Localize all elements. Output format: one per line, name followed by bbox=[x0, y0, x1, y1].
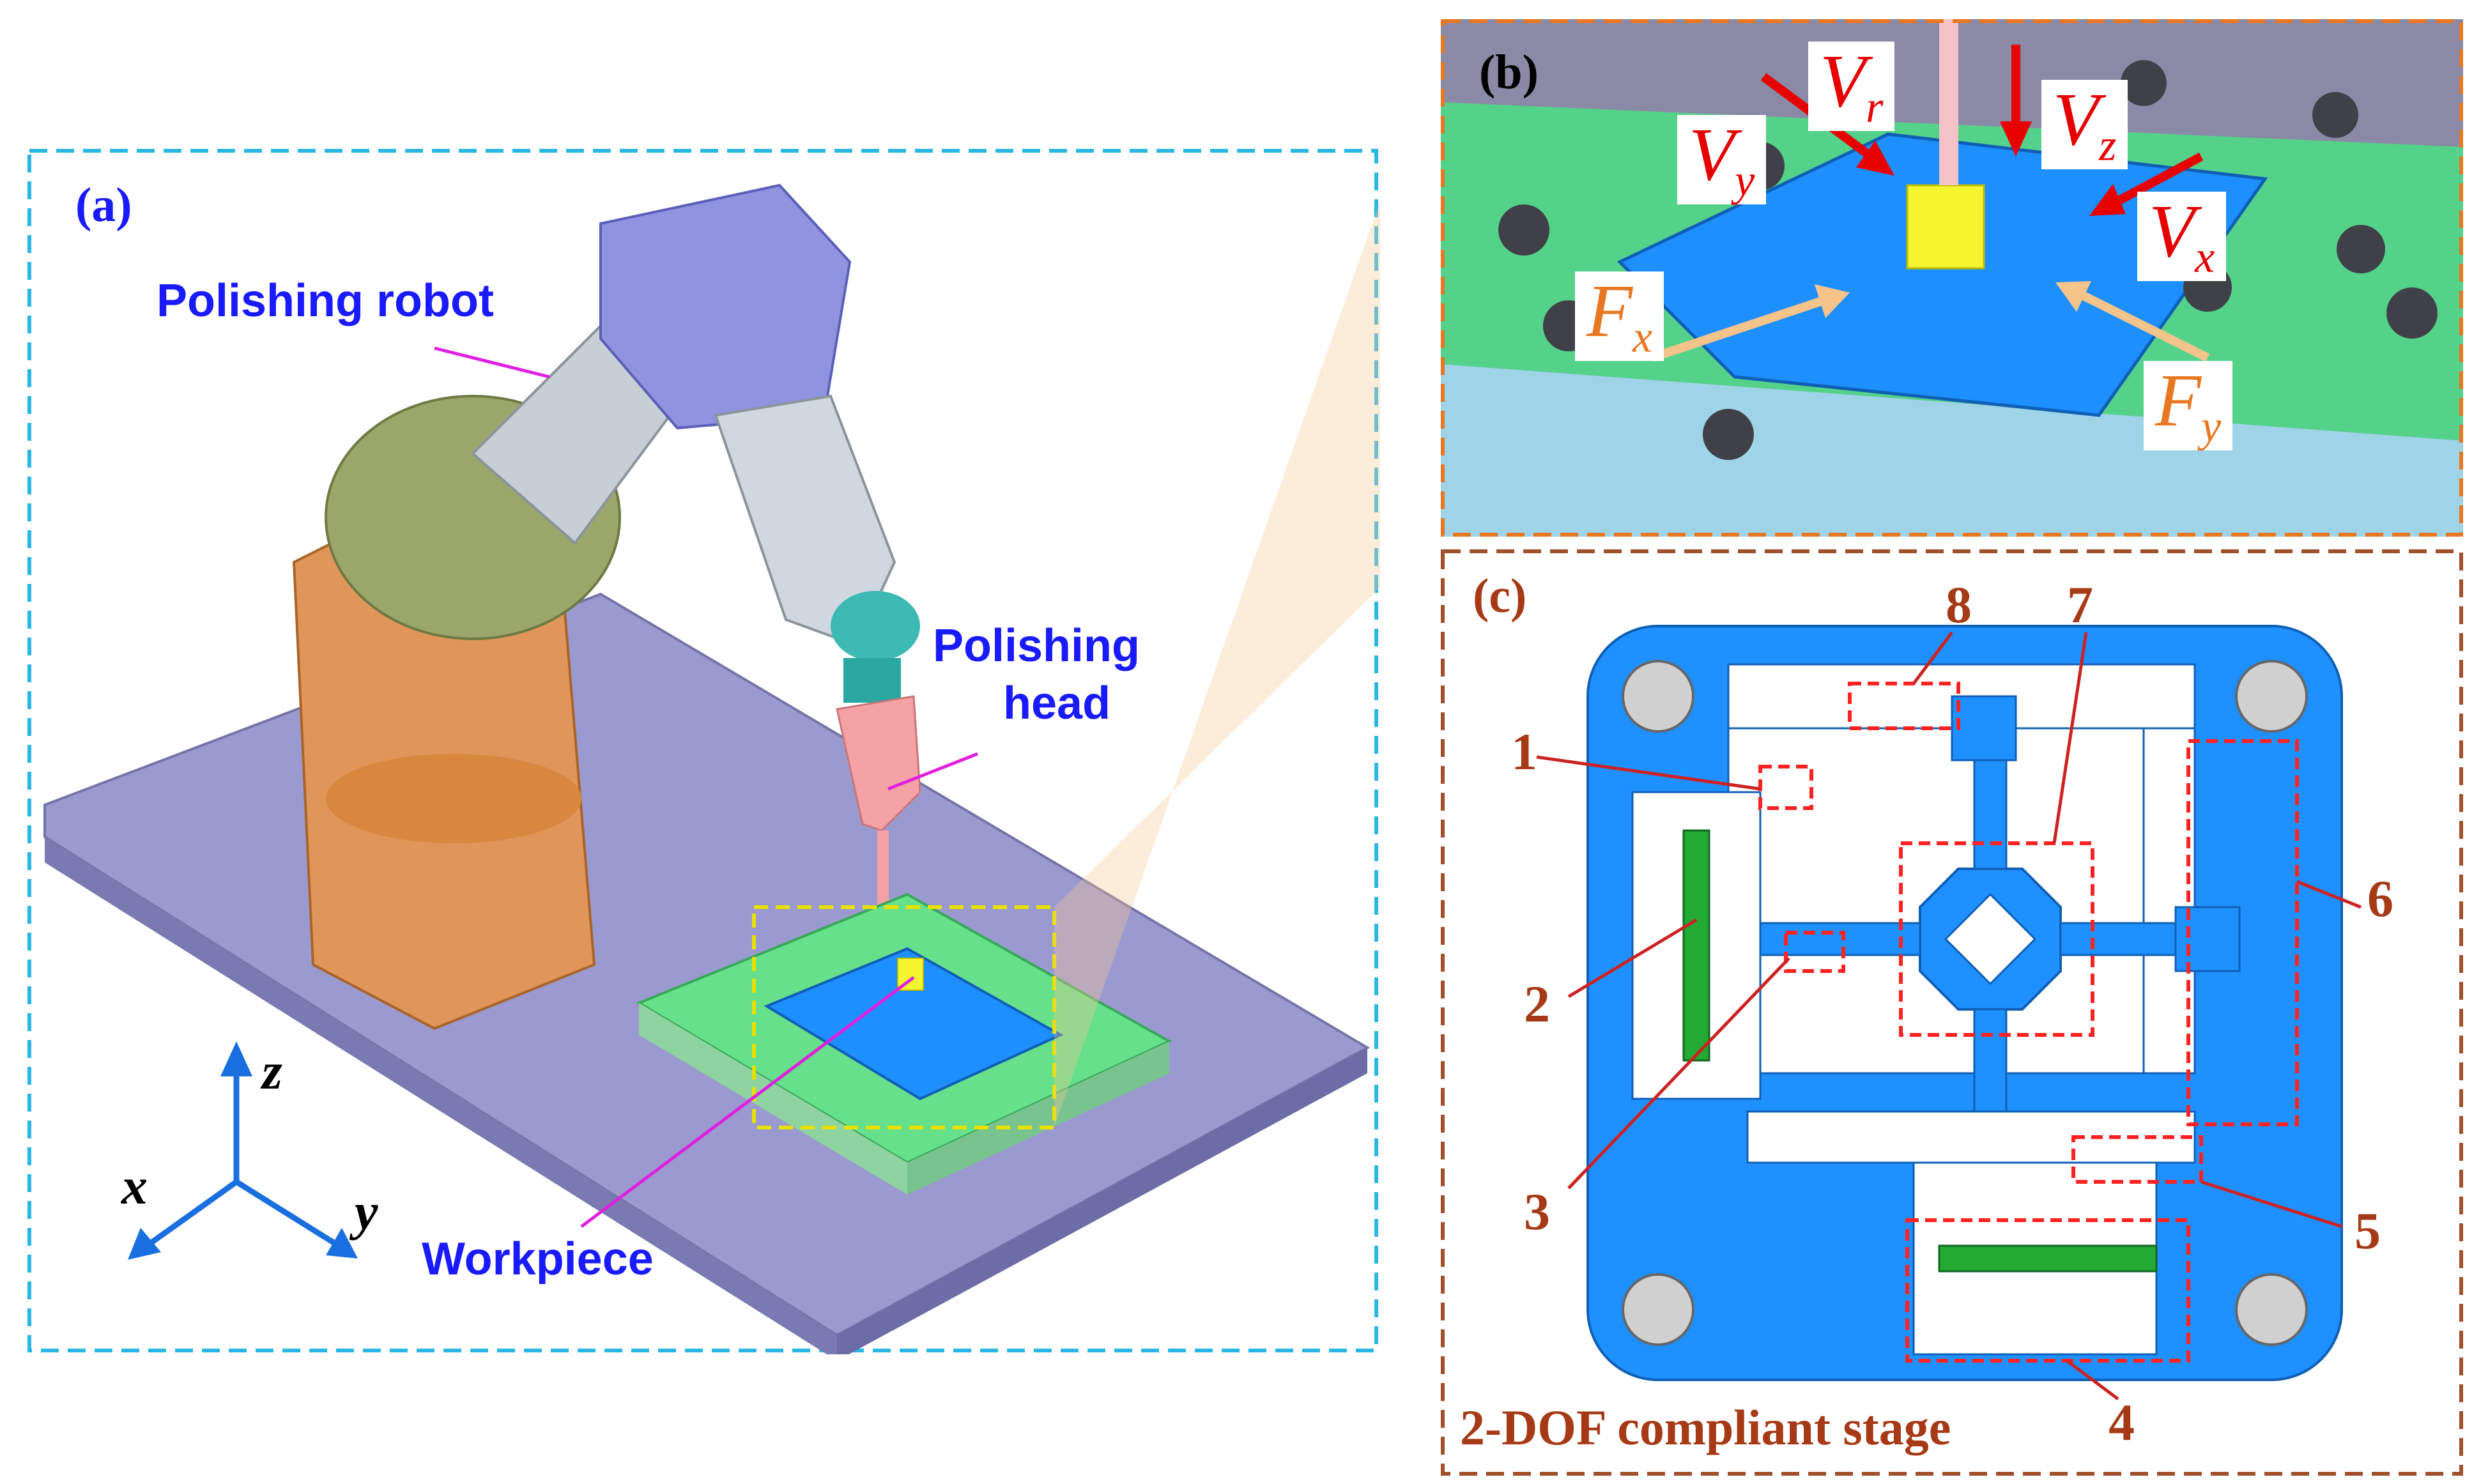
panel-a: (a) Polishing robot Polishing head Workp… bbox=[26, 147, 1399, 1361]
part-number-6: 6 bbox=[2367, 869, 2393, 928]
left-piezo-bar bbox=[1682, 829, 1710, 1062]
robot-label: Polishing robot bbox=[157, 275, 494, 326]
panel-c-label: (c) bbox=[1473, 569, 1527, 623]
part-number-1: 1 bbox=[1511, 723, 1537, 781]
axis-y-label: y bbox=[355, 1182, 378, 1241]
force-arrows bbox=[1650, 281, 2210, 362]
part-number-8: 8 bbox=[1946, 576, 1972, 634]
part-number-5: 5 bbox=[2354, 1202, 2381, 1260]
region-8-box bbox=[1848, 682, 1960, 730]
panel-c: (c) 1 2 3 4 5 6 7 8 2-DOF compliant stag… bbox=[1441, 549, 2463, 1476]
panel-c-illustration bbox=[1441, 549, 2463, 1476]
workpiece-label: Workpiece bbox=[422, 1234, 654, 1285]
vector-vz: Vz bbox=[2041, 80, 2128, 170]
polishing-head bbox=[836, 695, 921, 832]
part-number-3: 3 bbox=[1524, 1182, 1550, 1241]
vector-vr: Vr bbox=[1808, 42, 1895, 132]
panel-c-caption: 2-DOF compliant stage bbox=[1460, 1400, 1951, 1455]
panel-a-label: (a) bbox=[75, 178, 132, 232]
panel-b-label: (b) bbox=[1479, 45, 1539, 99]
compliant-stage-3d bbox=[764, 947, 1064, 1101]
region-5-box bbox=[2071, 1135, 2203, 1184]
region-7-box bbox=[1899, 841, 2094, 1037]
region-4-box bbox=[1905, 1218, 2190, 1363]
region-3-box bbox=[1784, 931, 1845, 973]
axis-z-label: z bbox=[262, 1042, 282, 1100]
head-label-line1: Polishing bbox=[933, 620, 1140, 671]
panel-a-illustration bbox=[27, 147, 1399, 1361]
axis-x-label: x bbox=[121, 1157, 148, 1215]
part-number-2: 2 bbox=[1524, 975, 1550, 1033]
part-number-4: 4 bbox=[2108, 1393, 2135, 1451]
panel-b: (b) Vr Vy Vz Vx Fx Fy bbox=[1441, 19, 2463, 537]
vector-fx: Fx bbox=[1575, 272, 1664, 362]
bottom-piezo-bar bbox=[1938, 1244, 2158, 1273]
region-6-box bbox=[2186, 739, 2299, 1126]
vector-fy: Fy bbox=[2144, 361, 2233, 451]
vector-vx: Vx bbox=[2137, 192, 2227, 282]
axis-triad bbox=[128, 1041, 358, 1260]
head-label-line2: head bbox=[1003, 678, 1111, 729]
part-number-7: 7 bbox=[2067, 576, 2093, 634]
vector-vy: Vy bbox=[1677, 115, 1767, 205]
